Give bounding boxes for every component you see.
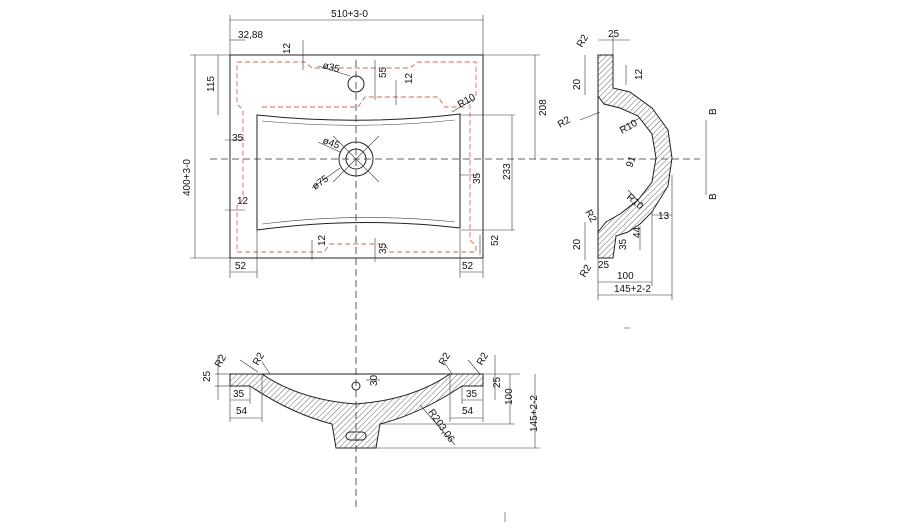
side-25b: 25	[598, 260, 610, 271]
side-r2a: R2	[575, 33, 591, 50]
side-r2b: R2	[556, 114, 573, 130]
dim-12c: 12	[237, 196, 249, 207]
front-tap-hole	[351, 381, 361, 391]
front-100: 100	[504, 388, 515, 405]
side-35: 35	[618, 238, 629, 250]
dim-208: 208	[538, 99, 549, 116]
dim-55: 55	[378, 66, 389, 78]
section-mark-bottom: B	[708, 193, 719, 200]
dim-52a: 52	[490, 234, 501, 246]
dim-233: 233	[502, 163, 513, 180]
side-12: 12	[634, 68, 645, 80]
dim-52c: 52	[462, 261, 474, 272]
front-r2c: R2	[437, 351, 453, 368]
side-25: 25	[608, 29, 620, 40]
front-25a: 25	[202, 370, 213, 382]
front-big-radius: R203,06	[426, 407, 457, 445]
front-145: 145+2-2	[529, 395, 540, 432]
side-44: 44	[632, 226, 643, 238]
dim-overall-depth: 400+3-0	[182, 159, 193, 196]
side-91: 91	[624, 154, 638, 169]
dim-35c: 35	[378, 242, 389, 254]
side-145: 145+2-2	[614, 284, 651, 295]
dim-35b: 35	[472, 172, 483, 184]
front-35b: 35	[466, 389, 478, 400]
bowl-inner-line	[261, 119, 456, 225]
side-20a: 20	[572, 78, 583, 90]
dim-drain-diameter: ø45	[321, 135, 341, 151]
front-30: 30	[369, 374, 380, 386]
dim-12d: 12	[317, 234, 328, 246]
dim-115: 115	[206, 76, 217, 92]
dim-bowl-radius: R10	[456, 92, 478, 111]
side-r10a: R10	[618, 118, 640, 137]
side-section-profile	[597, 54, 673, 259]
top-view: 510+3-0 400+3-0 32,88 ø35 ø45 ø75 R10 12…	[182, 9, 700, 510]
side-13: 13	[658, 211, 670, 222]
front-r2a: R2	[213, 353, 229, 370]
dim-12b: 12	[404, 72, 415, 84]
side-r2d: R2	[578, 263, 594, 280]
front-r2d: R2	[475, 351, 491, 368]
side-20b: 20	[572, 238, 583, 250]
tap-platform	[262, 96, 468, 108]
side-section: R2 25 12 20 R2 R10 R10 91 13 44 R2 20 35…	[556, 29, 719, 300]
front-35a: 35	[233, 389, 245, 400]
bowl-outline	[256, 113, 461, 231]
rim-dashed-outline	[236, 61, 477, 253]
dim-tap-diameter: ø35	[321, 60, 341, 75]
dim-corner-offset: 32,88	[238, 30, 263, 41]
section-mark-top: B	[708, 108, 719, 115]
front-54b: 54	[462, 406, 474, 417]
front-25b: 25	[492, 376, 503, 388]
front-section-profile	[229, 373, 484, 449]
dim-12a: 12	[282, 42, 293, 54]
front-54a: 54	[236, 406, 248, 417]
front-section: R2 R2 R2 R2 25 25 30 35 54 35 54 100 145…	[202, 351, 540, 449]
side-100: 100	[617, 271, 634, 282]
basin-outline	[229, 54, 484, 259]
dim-35: 35	[232, 133, 244, 144]
front-r2b: R2	[251, 351, 267, 368]
dim-overall-width: 510+3-0	[331, 9, 368, 20]
dim-52b: 52	[235, 261, 247, 272]
